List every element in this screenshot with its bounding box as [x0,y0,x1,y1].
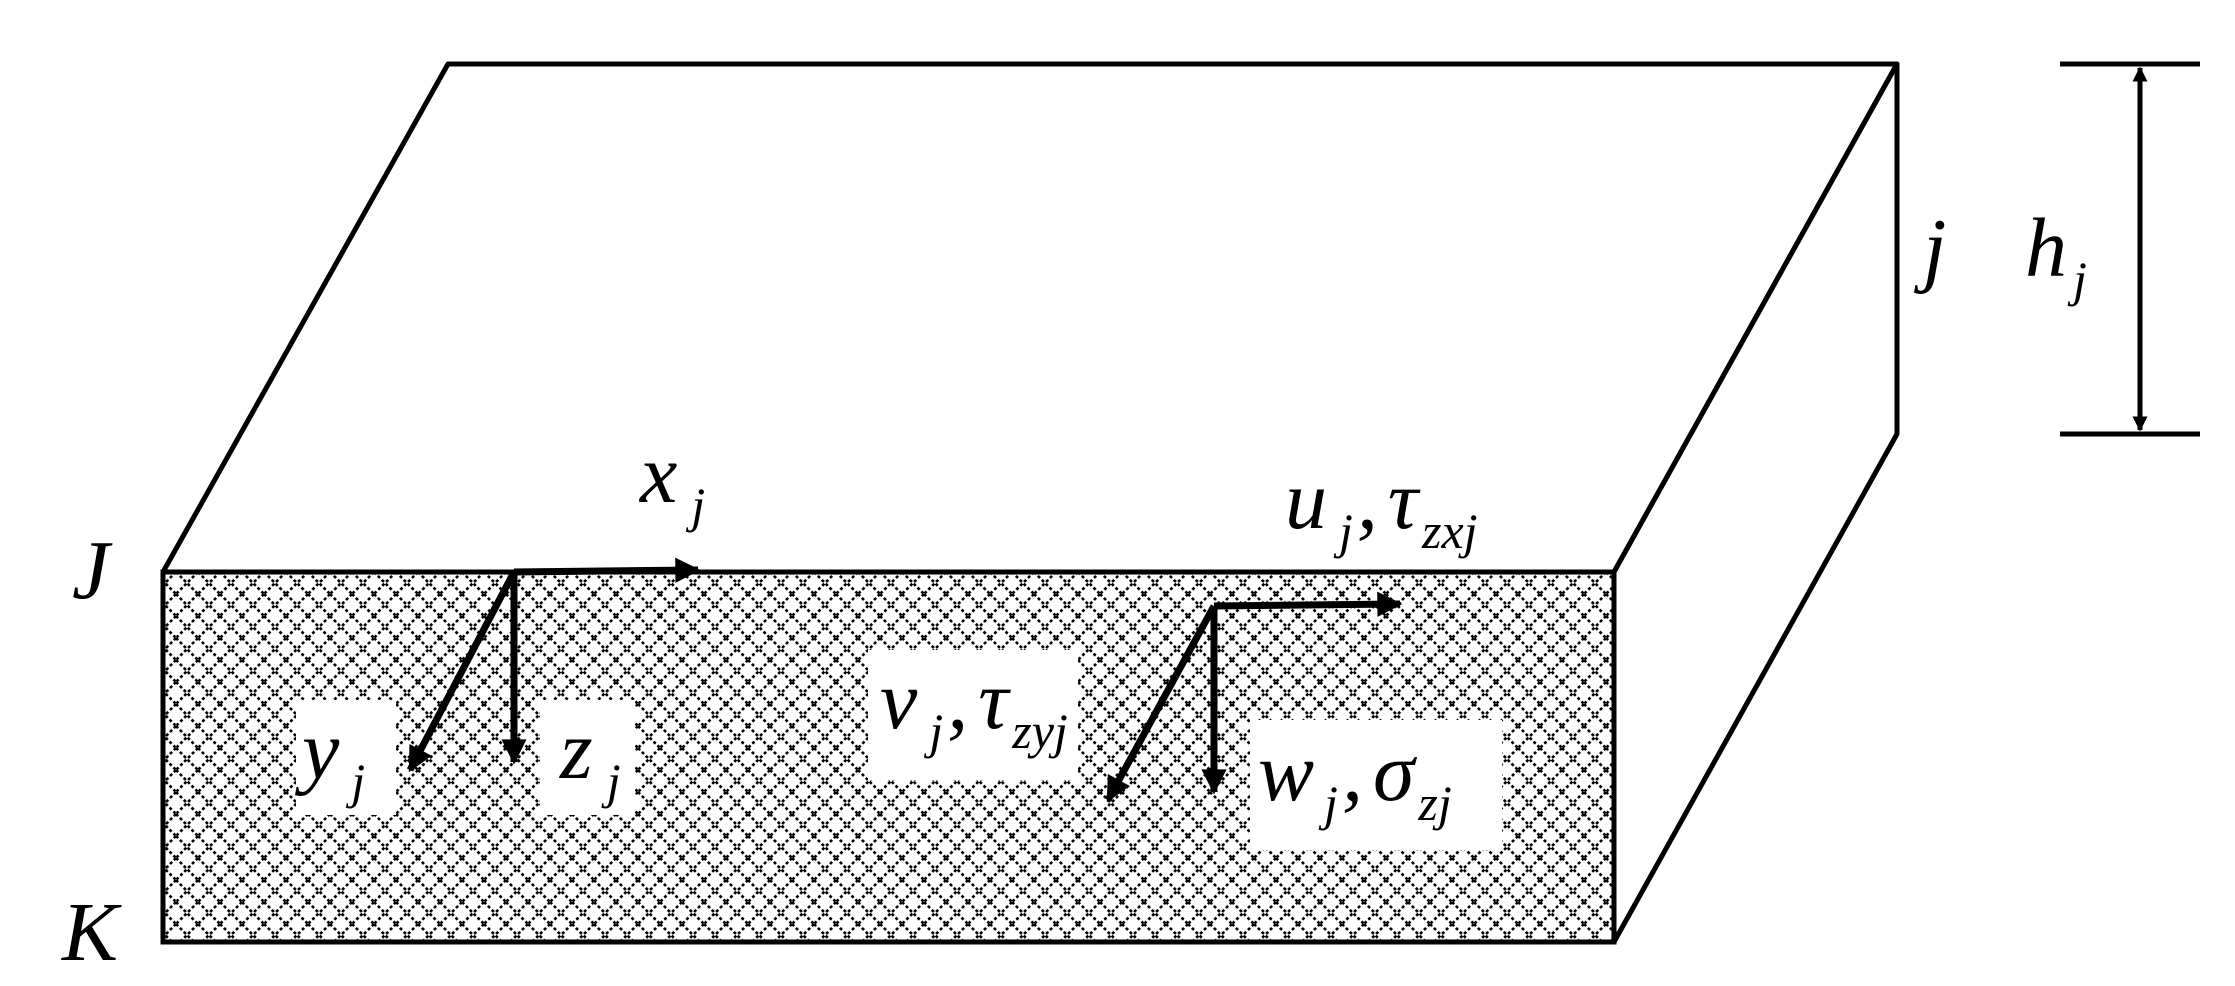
label-bg-z [540,700,635,815]
label-bg-y [296,700,396,815]
axis-y-arrow [406,570,518,773]
axis-x-arrow [513,557,701,583]
label-bg-v [868,650,1078,780]
layer-index-label: j [1914,202,1946,295]
node-label-bottom: K [61,886,122,979]
disp-u-arrow [1213,591,1403,617]
node-label-top: J [72,524,113,617]
box-top-face [160,61,1900,575]
label-bg-w [1250,720,1502,850]
disp-v-arrow [1104,604,1218,803]
